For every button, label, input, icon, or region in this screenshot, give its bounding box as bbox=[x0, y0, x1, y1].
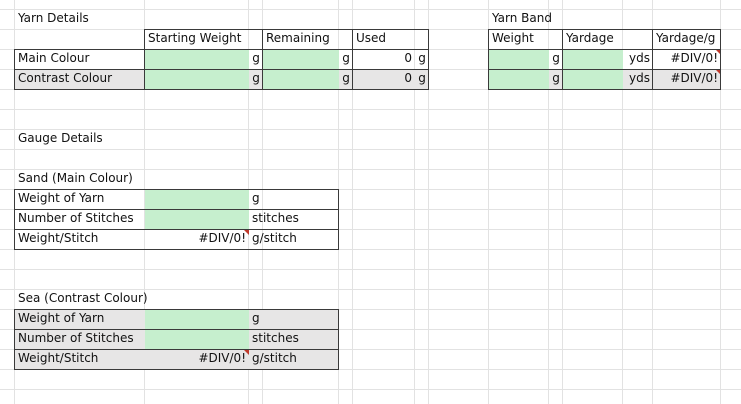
yardage-per-g-main[interactable]: #DIV/0! bbox=[653, 49, 721, 69]
yarn-band-title: Yarn Band bbox=[492, 11, 552, 25]
used-unit-main: g bbox=[418, 51, 426, 65]
starting-weight-input-contrast[interactable] bbox=[145, 69, 249, 89]
row-label-main-colour[interactable]: Main Colour bbox=[18, 51, 90, 65]
yardage-per-g-value: #DIV/0! bbox=[670, 51, 718, 65]
band-yardage-input-contrast[interactable] bbox=[563, 69, 623, 89]
gridline bbox=[652, 0, 653, 404]
header-yardage[interactable]: Yardage bbox=[566, 31, 614, 45]
error-indicator-icon bbox=[243, 229, 249, 235]
band-weight-unit-main: g bbox=[552, 51, 560, 65]
sand-label-weight-of-yarn[interactable]: Weight of Yarn bbox=[18, 191, 105, 205]
sea-weight-per-stitch-value[interactable]: #DIV/0! bbox=[145, 349, 249, 369]
header-remaining[interactable]: Remaining bbox=[266, 31, 330, 45]
remaining-input-contrast[interactable] bbox=[263, 69, 339, 89]
header-weight[interactable]: Weight bbox=[492, 31, 534, 45]
sea-weight-of-yarn-unit: g bbox=[249, 309, 339, 329]
used-value-main[interactable]: 0 bbox=[404, 51, 412, 65]
gauge-details-title: Gauge Details bbox=[18, 131, 103, 145]
header-starting-weight[interactable]: Starting Weight bbox=[148, 31, 242, 45]
band-weight-unit-contrast: g bbox=[549, 69, 563, 89]
gridline bbox=[428, 0, 429, 404]
sand-weight-per-stitch-unit: g/stitch bbox=[252, 231, 297, 245]
error-indicator-icon bbox=[243, 349, 249, 355]
remaining-unit-contrast: g bbox=[339, 69, 353, 89]
band-yardage-unit-contrast: yds bbox=[623, 69, 653, 89]
sand-weight-of-yarn-unit: g bbox=[252, 191, 260, 205]
gridline bbox=[414, 0, 415, 404]
yardage-per-g-contrast[interactable]: #DIV/0! bbox=[653, 69, 721, 89]
starting-weight-unit-contrast: g bbox=[249, 69, 263, 89]
sand-weight-of-yarn-input[interactable] bbox=[145, 189, 249, 209]
starting-weight-unit-main: g bbox=[252, 51, 260, 65]
sea-weight-per-stitch-unit: g/stitch bbox=[249, 349, 339, 369]
yardage-per-g-value: #DIV/0! bbox=[670, 71, 718, 85]
yarn-details-title: Yarn Details bbox=[18, 11, 89, 25]
sea-section-title: Sea (Contrast Colour) bbox=[18, 291, 148, 305]
sand-label-weight-per-stitch[interactable]: Weight/Stitch bbox=[18, 231, 99, 245]
remaining-input-main[interactable] bbox=[263, 49, 339, 69]
sand-section-title: Sand (Main Colour) bbox=[18, 171, 133, 185]
header-used[interactable]: Used bbox=[356, 31, 387, 45]
sea-number-of-stitches-input[interactable] bbox=[145, 329, 249, 349]
row-label-contrast-colour[interactable]: Contrast Colour bbox=[15, 69, 145, 89]
sea-label-weight-per-stitch[interactable]: Weight/Stitch bbox=[15, 349, 145, 369]
band-weight-input-main[interactable] bbox=[489, 49, 549, 69]
weight-per-stitch-value: #DIV/0! bbox=[198, 231, 246, 245]
error-indicator-icon bbox=[715, 69, 721, 75]
gridline bbox=[562, 0, 563, 404]
header-yardage-per-g[interactable]: Yardage/g bbox=[656, 31, 716, 45]
used-value-contrast[interactable]: 0 bbox=[353, 69, 415, 89]
sea-label-number-of-stitches[interactable]: Number of Stitches bbox=[15, 329, 145, 349]
starting-weight-input-main[interactable] bbox=[145, 49, 249, 69]
sea-weight-of-yarn-input[interactable] bbox=[145, 309, 249, 329]
gridline bbox=[144, 0, 145, 404]
gridline bbox=[720, 0, 721, 404]
error-indicator-icon bbox=[715, 49, 721, 55]
gridline bbox=[352, 0, 353, 404]
remaining-unit-main: g bbox=[342, 51, 350, 65]
sand-number-of-stitches-input[interactable] bbox=[145, 209, 249, 229]
sand-label-number-of-stitches[interactable]: Number of Stitches bbox=[18, 211, 134, 225]
band-weight-input-contrast[interactable] bbox=[489, 69, 549, 89]
sand-number-of-stitches-unit: stitches bbox=[252, 211, 299, 225]
gridline bbox=[262, 0, 263, 404]
band-yardage-input-main[interactable] bbox=[563, 49, 623, 69]
used-unit-contrast: g bbox=[415, 69, 429, 89]
gridline bbox=[488, 0, 489, 404]
sea-number-of-stitches-unit: stitches bbox=[249, 329, 339, 349]
sea-label-weight-of-yarn[interactable]: Weight of Yarn bbox=[15, 309, 145, 329]
gridline bbox=[622, 0, 623, 404]
band-yardage-unit-main: yds bbox=[629, 51, 650, 65]
gridline bbox=[548, 0, 549, 404]
weight-per-stitch-value: #DIV/0! bbox=[198, 351, 246, 365]
sand-weight-per-stitch-value[interactable]: #DIV/0! bbox=[145, 229, 249, 249]
